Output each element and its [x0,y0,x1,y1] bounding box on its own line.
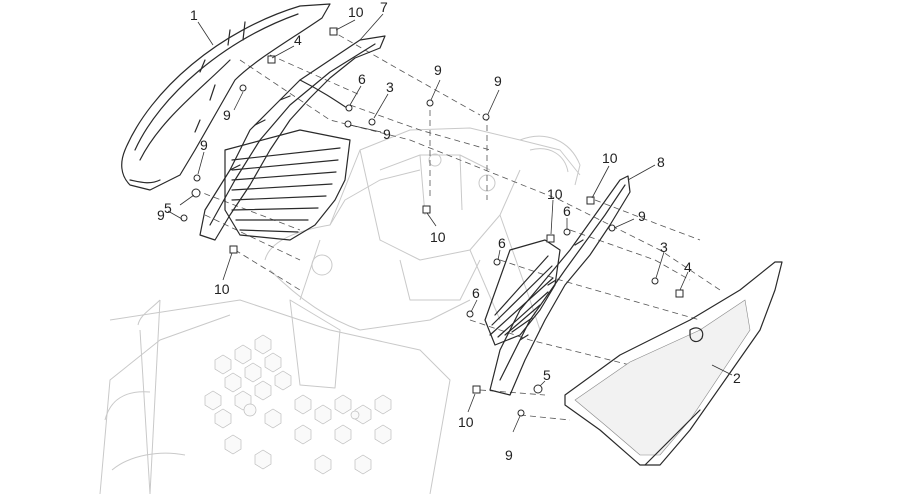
callout-5: 5 [543,367,551,383]
screw-icon [426,99,434,107]
left-vent-grille [224,129,351,241]
callout-4: 4 [684,259,692,275]
leader-lines [167,13,733,433]
clip-icon [422,205,431,214]
screw-icon [493,258,501,266]
clip-icon [586,196,595,205]
screw-icon [517,409,525,417]
screw-icon [180,214,188,222]
screw-icon [482,113,490,121]
screw-icon [344,120,352,128]
screw-icon [368,118,376,126]
callout-4: 4 [294,32,302,48]
callout-1: 1 [190,7,198,23]
callout-9: 9 [200,137,208,153]
callout-3: 3 [386,79,394,95]
callout-9: 9 [434,62,442,78]
clip-icon [229,245,238,254]
screw-icon [345,104,353,112]
fasteners [180,27,684,417]
callout-5: 5 [164,200,172,216]
callout-6: 6 [498,235,506,251]
scooter-frame-ghost [99,127,581,494]
callout-2: 2 [733,370,741,386]
clip-icon [472,385,481,394]
clip-icon [329,27,338,36]
washer-icon [533,384,543,394]
callout-9: 9 [157,207,165,223]
callout-3: 3 [660,239,668,255]
part-8-rear-side-trim [489,175,631,396]
callout-6: 6 [563,203,571,219]
nut-icon [267,55,276,64]
callout-10: 10 [458,414,474,430]
floor-hex-pattern [204,334,392,475]
callout-8: 8 [657,154,665,170]
callout-6: 6 [358,71,366,87]
callout-9: 9 [638,208,646,224]
screw-icon [466,310,474,318]
part-7-side-trim [199,35,386,241]
callout-9: 9 [223,107,231,123]
callout-9: 9 [383,126,391,142]
callout-10: 10 [348,4,364,20]
callout-labels: 1 10 7 4 9 6 3 9 9 9 5 9 10 9 9 10 10 8 … [157,0,741,463]
screw-icon [239,84,247,92]
screw-icon [608,224,616,232]
clip-icon [546,234,555,243]
callout-6: 6 [472,285,480,301]
right-vent-grille [484,239,561,346]
callout-10: 10 [214,281,230,297]
callout-9: 9 [505,447,513,463]
callout-7: 7 [380,0,388,15]
callout-10: 10 [547,186,563,202]
part-2-rear-side-panel [564,261,783,466]
callout-10: 10 [430,229,446,245]
screw-icon [651,277,659,285]
part-1-front-side-panel [121,3,331,191]
nut-icon [675,289,684,298]
callout-9: 9 [494,73,502,89]
screw-icon [193,174,201,182]
callout-10: 10 [602,150,618,166]
